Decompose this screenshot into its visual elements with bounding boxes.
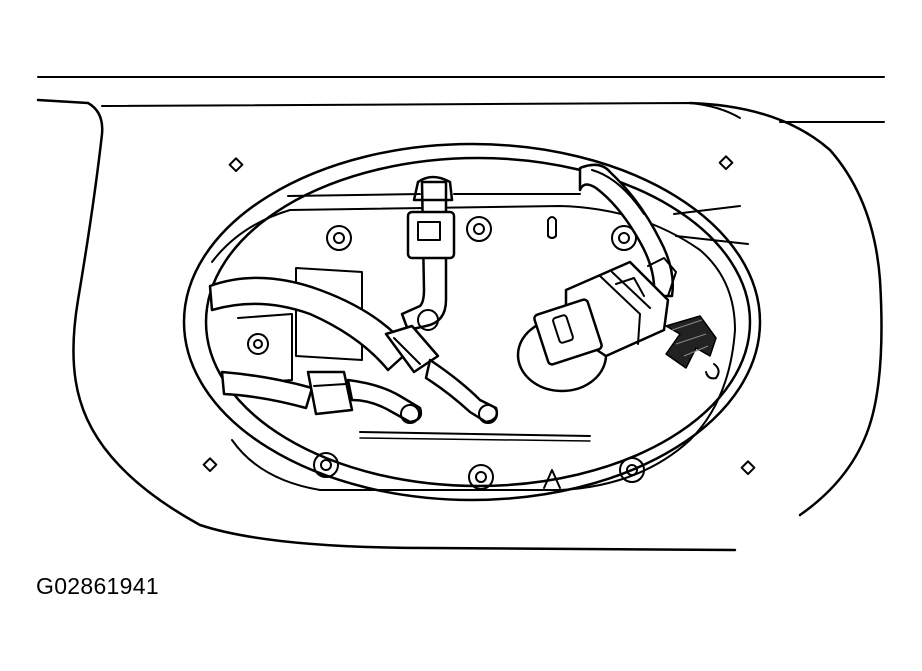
mounting-tabs — [202, 155, 756, 476]
bolt — [468, 464, 494, 490]
fuel-line-upper-end — [412, 175, 454, 202]
fuel-nipple — [400, 404, 420, 424]
figure-code-label: G02861941 — [36, 573, 159, 599]
edge-clip — [705, 363, 720, 380]
mounting-tab — [228, 157, 244, 173]
fuel-nipple-upper — [417, 309, 439, 331]
main-fuel-hose — [208, 276, 412, 372]
electrical-connector — [533, 257, 677, 366]
arrow-icon — [665, 315, 717, 369]
cover-plate-groove-lower — [359, 437, 591, 442]
bottom-stud — [543, 469, 561, 489]
locating-stud — [547, 216, 557, 239]
floor-panel-right-edge — [688, 101, 883, 517]
bolt — [313, 452, 339, 478]
rear-tube — [287, 193, 749, 245]
bolt — [619, 457, 645, 483]
harness-sleeve — [591, 169, 645, 215]
access-opening-inner-rim — [204, 156, 752, 488]
bolt — [611, 225, 637, 251]
floor-panel-outline — [36, 98, 737, 552]
mounting-tab — [740, 460, 756, 476]
fuel-nipple — [478, 404, 498, 424]
mounting-bracket — [295, 267, 363, 361]
fuel-line-clip-upper-inner — [417, 221, 441, 241]
mounting-tab — [718, 155, 734, 171]
pump-cover-plate — [211, 205, 736, 491]
mounting-tab — [202, 457, 218, 473]
fuel-line-clip-upper — [406, 210, 456, 260]
access-opening-outer-rim — [182, 142, 762, 502]
return-hose-loop — [346, 378, 423, 424]
retainer-bolts — [247, 216, 645, 490]
quick-connect-clip-lower — [306, 370, 354, 416]
lower-fuel-hose — [220, 370, 314, 410]
cover-plate-groove — [359, 431, 591, 437]
supply-hose-loop — [424, 358, 499, 424]
quick-connect-clip-main — [384, 324, 440, 374]
floor-panel-top-edge — [101, 102, 741, 119]
bolt — [326, 225, 352, 251]
bolt — [247, 333, 269, 355]
bolt — [466, 216, 492, 242]
